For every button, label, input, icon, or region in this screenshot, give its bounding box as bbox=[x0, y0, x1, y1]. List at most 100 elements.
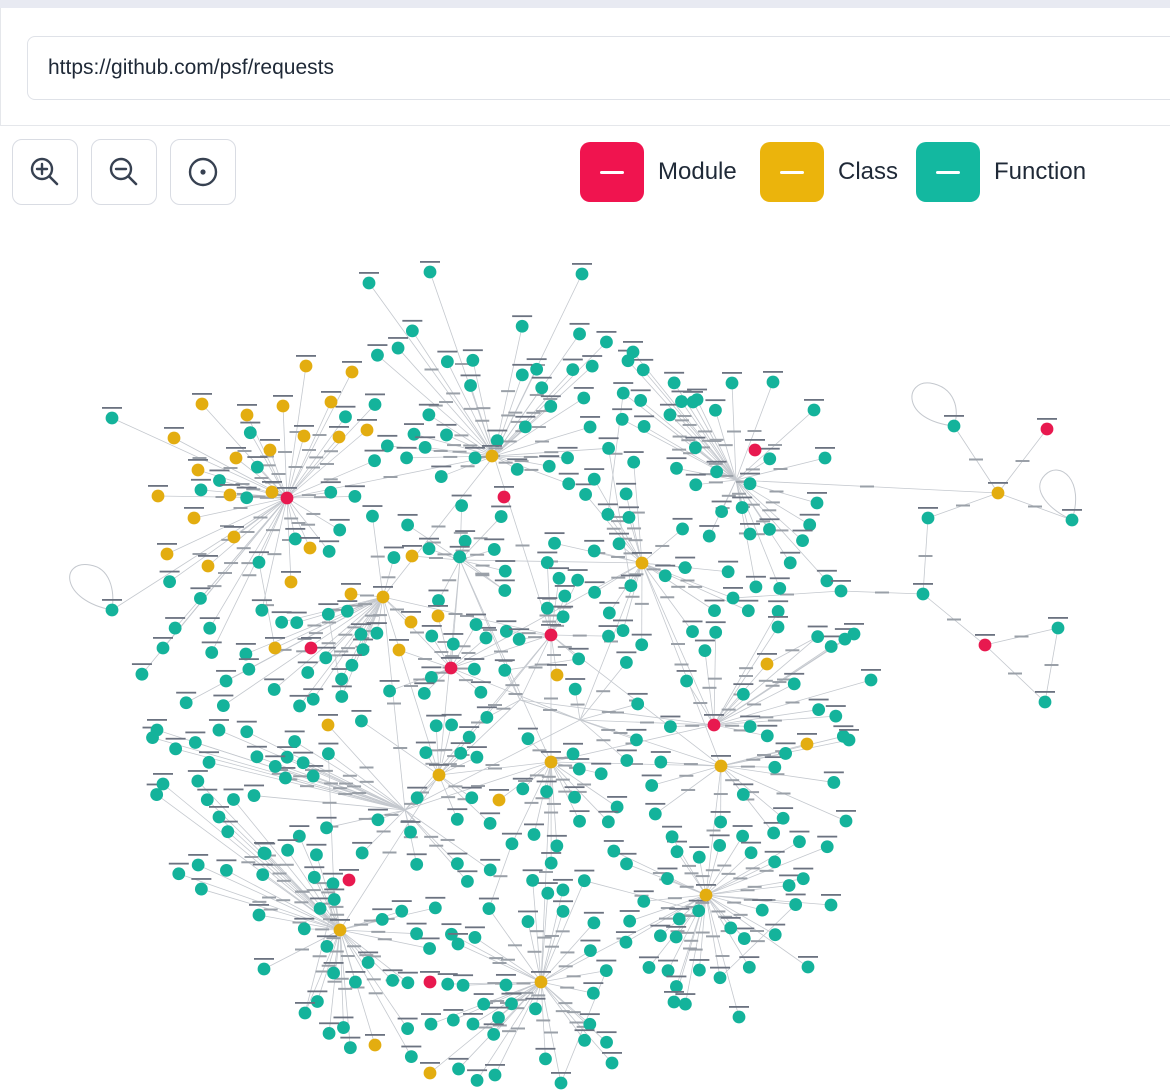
function-node[interactable] bbox=[572, 652, 586, 666]
class-node[interactable] bbox=[492, 793, 506, 807]
class-node[interactable] bbox=[223, 488, 237, 502]
function-node[interactable] bbox=[446, 1013, 460, 1027]
function-node[interactable] bbox=[709, 625, 723, 639]
function-node[interactable] bbox=[771, 620, 785, 634]
function-node[interactable] bbox=[268, 760, 282, 773]
function-node[interactable] bbox=[578, 1033, 591, 1047]
class-node[interactable] bbox=[432, 768, 446, 782]
function-node[interactable] bbox=[661, 964, 675, 978]
function-node[interactable] bbox=[787, 677, 801, 691]
function-node[interactable] bbox=[405, 324, 419, 338]
function-node[interactable] bbox=[252, 555, 266, 569]
function-node[interactable] bbox=[307, 870, 321, 884]
function-node[interactable] bbox=[947, 419, 961, 433]
function-node[interactable] bbox=[440, 355, 454, 369]
function-node[interactable] bbox=[670, 980, 683, 993]
function-node[interactable] bbox=[424, 1017, 438, 1031]
function-node[interactable] bbox=[654, 929, 667, 943]
function-node[interactable] bbox=[310, 848, 323, 862]
function-node[interactable] bbox=[540, 556, 554, 569]
function-node[interactable] bbox=[552, 571, 566, 585]
function-node[interactable] bbox=[839, 814, 853, 828]
function-node[interactable] bbox=[763, 522, 776, 536]
function-node[interactable] bbox=[518, 420, 532, 434]
function-node[interactable] bbox=[737, 932, 751, 945]
function-node[interactable] bbox=[335, 690, 349, 703]
function-node[interactable] bbox=[672, 912, 686, 926]
function-node[interactable] bbox=[768, 855, 782, 869]
function-node[interactable] bbox=[324, 485, 338, 499]
function-node[interactable] bbox=[467, 662, 481, 676]
function-node[interactable] bbox=[387, 551, 401, 564]
function-node[interactable] bbox=[667, 995, 681, 1009]
function-node[interactable] bbox=[760, 729, 774, 743]
function-node[interactable] bbox=[417, 686, 431, 700]
function-node[interactable] bbox=[380, 439, 394, 453]
function-node[interactable] bbox=[542, 459, 556, 473]
class-node[interactable] bbox=[405, 549, 419, 563]
function-node[interactable] bbox=[410, 857, 424, 871]
function-node[interactable] bbox=[498, 584, 512, 597]
function-node[interactable] bbox=[689, 441, 702, 455]
function-node[interactable] bbox=[669, 930, 683, 944]
function-node[interactable] bbox=[306, 692, 320, 706]
function-node[interactable] bbox=[296, 756, 310, 770]
function-node[interactable] bbox=[150, 723, 164, 737]
class-node[interactable] bbox=[167, 431, 181, 445]
function-node[interactable] bbox=[664, 720, 677, 733]
function-node[interactable] bbox=[339, 410, 352, 424]
function-node[interactable] bbox=[355, 714, 368, 728]
class-node[interactable] bbox=[240, 408, 254, 422]
function-node[interactable] bbox=[584, 944, 597, 958]
class-node[interactable] bbox=[800, 737, 814, 751]
function-node[interactable] bbox=[773, 581, 787, 595]
function-node[interactable] bbox=[619, 487, 633, 501]
function-node[interactable] bbox=[401, 518, 415, 532]
function-node[interactable] bbox=[658, 569, 672, 583]
function-node[interactable] bbox=[510, 462, 524, 476]
function-node[interactable] bbox=[619, 935, 633, 949]
function-node[interactable] bbox=[573, 814, 586, 828]
function-node[interactable] bbox=[637, 420, 651, 433]
function-node[interactable] bbox=[583, 1017, 597, 1031]
function-node[interactable] bbox=[194, 483, 208, 497]
function-node[interactable] bbox=[702, 529, 716, 543]
function-node[interactable] bbox=[469, 618, 483, 631]
function-node[interactable] bbox=[540, 785, 554, 798]
function-node[interactable] bbox=[322, 747, 335, 761]
function-node[interactable] bbox=[470, 1073, 484, 1087]
function-node[interactable] bbox=[279, 771, 292, 785]
function-node[interactable] bbox=[587, 916, 601, 930]
function-node[interactable] bbox=[714, 815, 728, 829]
graph-canvas[interactable] bbox=[0, 210, 1170, 1090]
function-node[interactable] bbox=[368, 454, 381, 468]
class-node[interactable] bbox=[760, 657, 774, 671]
function-node[interactable] bbox=[446, 637, 460, 651]
function-node[interactable] bbox=[713, 839, 727, 852]
function-node[interactable] bbox=[256, 868, 270, 882]
class-node[interactable] bbox=[699, 888, 713, 902]
function-node[interactable] bbox=[743, 527, 757, 541]
class-node[interactable] bbox=[404, 615, 418, 629]
function-node[interactable] bbox=[663, 408, 677, 422]
function-node[interactable] bbox=[191, 774, 205, 788]
function-node[interactable] bbox=[281, 843, 295, 857]
function-node[interactable] bbox=[205, 646, 219, 659]
function-node[interactable] bbox=[571, 573, 585, 587]
function-node[interactable] bbox=[622, 511, 636, 524]
code-graph[interactable] bbox=[0, 210, 1170, 1090]
function-node[interactable] bbox=[601, 815, 615, 829]
function-node[interactable] bbox=[572, 762, 586, 776]
class-node[interactable] bbox=[297, 429, 311, 443]
function-node[interactable] bbox=[451, 937, 465, 951]
function-node[interactable] bbox=[220, 864, 233, 877]
function-node[interactable] bbox=[404, 825, 417, 839]
function-node[interactable] bbox=[624, 579, 638, 593]
function-node[interactable] bbox=[796, 872, 810, 886]
function-node[interactable] bbox=[810, 496, 824, 510]
class-node[interactable] bbox=[227, 530, 241, 544]
module-node[interactable] bbox=[342, 873, 356, 887]
function-node[interactable] bbox=[766, 375, 780, 389]
function-node[interactable] bbox=[692, 963, 706, 977]
function-node[interactable] bbox=[482, 902, 496, 916]
